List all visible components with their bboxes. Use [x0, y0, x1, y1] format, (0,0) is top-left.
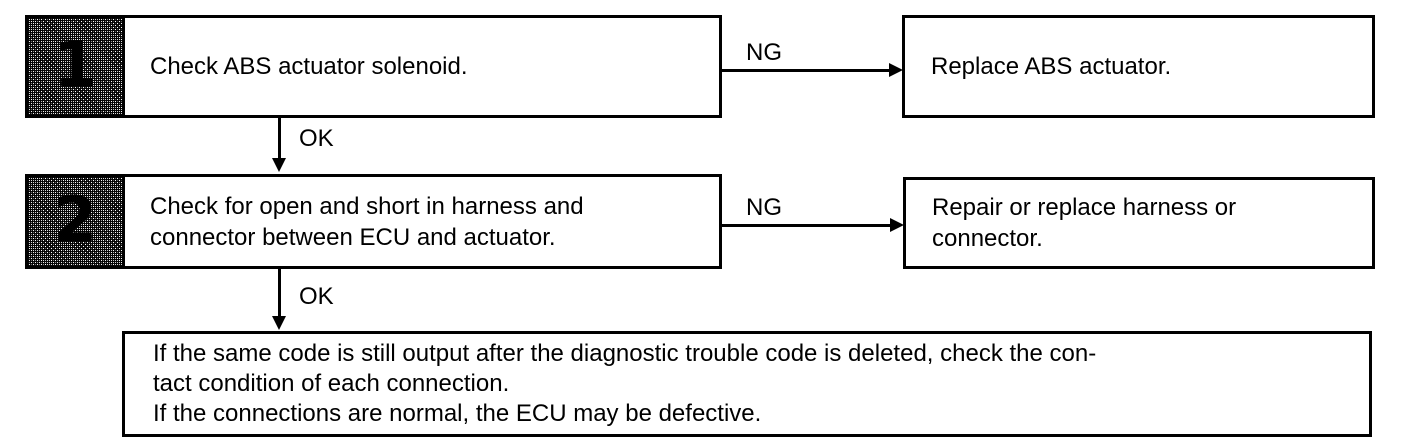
- step-1-ng-line: [722, 69, 895, 72]
- step-2-ok-line: [278, 269, 281, 317]
- step-1-ok-line: [278, 118, 281, 160]
- conclusion-line-1: If the same code is still output after t…: [153, 340, 1097, 367]
- step-1-ng-label: NG: [746, 39, 782, 66]
- step-2-text-line-2: connector between ECU and actuator.: [150, 223, 556, 251]
- step-2-ng-line: [722, 224, 896, 227]
- step-1-result-box: Replace ABS actuator.: [902, 15, 1375, 118]
- step-1-badge: 1: [28, 18, 125, 115]
- step-1-result-text: Replace ABS actuator.: [905, 18, 1372, 115]
- step-2-badge: 2: [28, 177, 125, 266]
- step-2-ok-arrowhead: [272, 316, 286, 330]
- step-1-ok-label: OK: [299, 125, 334, 152]
- step-2-result-line-1: Repair or replace harness or: [932, 194, 1237, 221]
- step-1-ok-arrowhead: [272, 158, 286, 172]
- step-2-result-line-2: connector.: [932, 225, 1043, 252]
- step-2-text-line-1: Check for open and short in harness and: [150, 192, 584, 220]
- step-2-ng-arrowhead: [890, 218, 904, 232]
- conclusion-box: If the same code is still output after t…: [122, 331, 1372, 437]
- step-2-number: 2: [53, 182, 97, 256]
- step-2-result-text: Repair or replace harness or connector.: [906, 180, 1372, 266]
- step-1-result-line-1: Replace ABS actuator.: [931, 53, 1172, 80]
- step-2-box: 2 Check for open and short in harness an…: [25, 174, 722, 269]
- step-1-number: 1: [53, 27, 97, 101]
- step-2-result-box: Repair or replace harness or connector.: [903, 177, 1375, 269]
- step-2-text: Check for open and short in harness and …: [122, 177, 719, 266]
- step-1-ng-arrowhead: [889, 63, 903, 77]
- step-2-ok-label: OK: [299, 283, 334, 310]
- step-1-text-line-1: Check ABS actuator solenoid.: [150, 53, 468, 80]
- conclusion-line-2: tact condition of each connection.: [153, 370, 510, 397]
- conclusion-text: If the same code is still output after t…: [125, 334, 1369, 434]
- step-1-text: Check ABS actuator solenoid.: [122, 18, 719, 115]
- step-2-ng-label: NG: [746, 194, 782, 221]
- conclusion-line-3: If the connections are normal, the ECU m…: [153, 400, 762, 427]
- step-1-box: 1 Check ABS actuator solenoid.: [25, 15, 722, 118]
